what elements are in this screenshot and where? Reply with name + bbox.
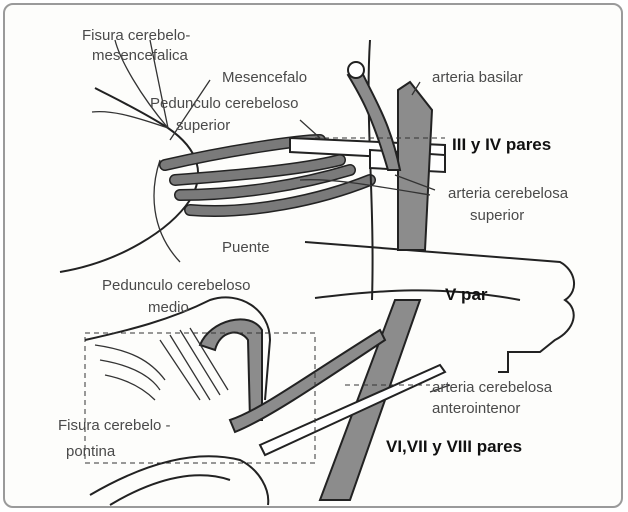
cerebellar-fissure-lines	[92, 40, 180, 262]
label-fisura-pontina-1: Fisura cerebelo -	[58, 417, 171, 434]
label-arteria-cerebelosa-superior-2: superior	[470, 207, 524, 224]
label-arteria-basilar: arteria basilar	[432, 69, 523, 86]
basilar-artery	[398, 82, 432, 250]
label-pedunculo-superior-1: Pedunculo cerebeloso	[150, 95, 298, 112]
label-pedunculo-medio-1: Pedunculo cerebeloso	[102, 277, 250, 294]
label-arteria-cerebelosa-ant-1: arteria cerebelosa	[432, 379, 553, 396]
label-mesencefalo: Mesencefalo	[222, 69, 307, 86]
label-fisura-pontina-2: pontina	[66, 443, 116, 460]
label-fisura-mesencefalica-2: mesencefalica	[92, 47, 189, 64]
label-arteria-cerebelosa-superior-1: arteria cerebelosa	[448, 185, 569, 202]
label-pares-vi-vii-viii: VI,VII y VIII pares	[386, 437, 522, 456]
label-pedunculo-superior-2: superior	[176, 117, 230, 134]
label-pares-iii-iv: III y IV pares	[452, 135, 551, 154]
label-fisura-mesencefalica-1: Fisura cerebelo-	[82, 27, 190, 44]
pons-lower-outline	[315, 290, 520, 300]
flocculus-loop	[200, 319, 262, 420]
midbrain-left-edge	[369, 40, 373, 300]
label-arteria-cerebelosa-ant-2: anterointenor	[432, 400, 520, 417]
label-v-par: V par	[445, 285, 488, 304]
label-pedunculo-medio-2: medio	[148, 299, 189, 316]
label-puente: Puente	[222, 239, 270, 256]
